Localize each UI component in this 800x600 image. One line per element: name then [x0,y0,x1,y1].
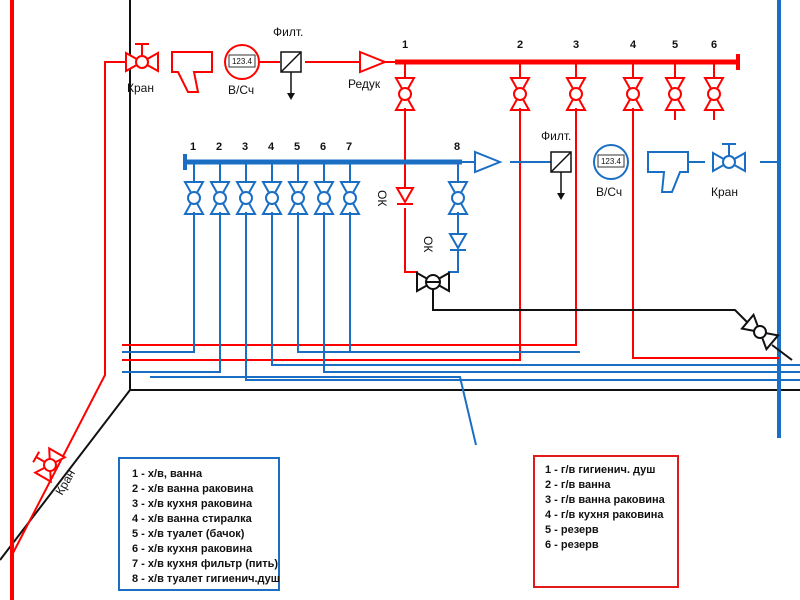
cold-valve-label: Кран [711,185,738,199]
cold-outlet-number: 1 [190,141,196,153]
hot-outlet-valve-6[interactable] [703,77,725,111]
cold-outlet-number: 3 [242,141,248,153]
cold-outlet-valve-1[interactable] [183,181,205,215]
drain-line [771,344,793,361]
hot-outlet-number: 3 [573,39,579,51]
cold-outlet-valve-3[interactable] [235,181,257,215]
hot-legend-item: 5 - резерв [545,524,599,536]
riser-valve-label: Кран [52,467,78,497]
cold-legend-item: 3 - х/в кухня раковина [132,498,253,510]
cold-outlet-valve-4[interactable] [261,181,283,215]
cold-meter-label: В/Сч [596,185,622,199]
cold-check-valve [448,233,468,251]
cold-reducer [462,150,503,174]
hot-outlet-valve-1[interactable] [394,77,416,111]
mixing-valve[interactable] [416,271,450,304]
hot-reducer [359,50,395,74]
cold-legend-item: 4 - х/в ванна стиралка [132,513,252,525]
cold-outlet-valve-7[interactable] [339,181,361,215]
cold-strainer-icon [647,151,689,193]
cold-legend-item: 5 - х/в туалет (бачок) [132,528,245,540]
hot-legend-item: 4 - г/в кухня раковина [545,509,664,521]
hot-outlet-number: 2 [517,39,523,51]
hot-outlet-valve-3[interactable] [565,77,587,111]
hot-meter-label: В/Сч [228,83,254,97]
cold-ball-valve[interactable] [712,143,746,173]
cold-legend-item: 7 - х/в кухня фильтр (пить) [132,558,279,570]
hot-filter-label: Филт. [273,25,303,39]
hot-outlet-valve-4[interactable] [622,77,644,111]
hot-legend-item: 1 - г/в гигиенич. душ [545,464,656,476]
hot-outlet-number: 6 [711,39,717,51]
hot-ball-valve[interactable] [125,43,159,73]
reducer-label: Редук [348,77,381,91]
cold-outlet-valve-6[interactable] [313,181,335,215]
hot-water-meter: 123.4 [224,44,260,80]
hot-outlet-number: 1 [402,39,408,51]
cold-legend-item: 2 - х/в ванна раковина [132,483,254,495]
cold-filter [550,151,572,200]
cold-outlet-number: 5 [294,141,300,153]
cold-legend-item: 1 - х/в, ванна [132,468,203,480]
cold-outlet-number: 6 [320,141,326,153]
cold-check-label: ОК [421,236,435,252]
cold-drop-lines [122,212,800,446]
cold-outlet-number: 2 [216,141,222,153]
hot-valve-label: Кран [127,81,154,95]
cold-outlet-valve-8[interactable] [447,181,469,215]
cold-legend-item: 6 - х/в кухня раковина [132,543,253,555]
hot-outlet-valve-2[interactable] [509,77,531,111]
mixing-line [432,300,761,336]
cold-outlet-valve-2[interactable] [209,181,231,215]
hot-outlet-number: 5 [672,39,678,51]
hot-manifold [395,54,740,70]
cold-outlet-number: 7 [346,141,352,153]
cold-meter-display: 123.4 [601,157,622,166]
hot-check-label: ОК [375,190,389,206]
hot-strainer-icon [171,51,213,93]
hot-legend-item: 6 - резерв [545,539,599,551]
cold-legend-item: 8 - х/в туалет гигиенич.душ [132,573,280,585]
drain-ball-valve[interactable] [740,312,780,352]
hot-legend-item: 2 - г/в ванна [545,479,611,491]
cold-legend: 1 - х/в, ванна 2 - х/в ванна раковина 3 - … [118,457,280,591]
cold-outlet-number: 4 [268,141,275,153]
hot-check-valve [395,187,415,205]
hot-drop-lines [122,108,779,361]
cold-outlet-number: 8 [454,141,460,153]
hot-legend: 1 - г/в гигиенич. душ 2 - г/в ванна 3 - г/… [533,455,679,588]
riser-ball-valve[interactable] [29,445,67,484]
hot-manifold-outlets: 1 2 3 4 5 6 [394,39,725,120]
hot-outlet-valve-5[interactable] [664,77,686,111]
hot-filter [280,51,302,100]
hot-outlet-number: 4 [630,39,637,51]
cold-filter-label: Филт. [541,129,571,143]
hot-meter-display: 123.4 [232,57,253,66]
cold-water-meter: 123.4 [593,144,629,180]
cold-outlet-valve-5[interactable] [287,181,309,215]
hot-legend-item: 3 - г/в ванна раковина [545,494,665,506]
cold-manifold-outlets: 1 2 3 4 5 6 7 8 [183,141,469,215]
